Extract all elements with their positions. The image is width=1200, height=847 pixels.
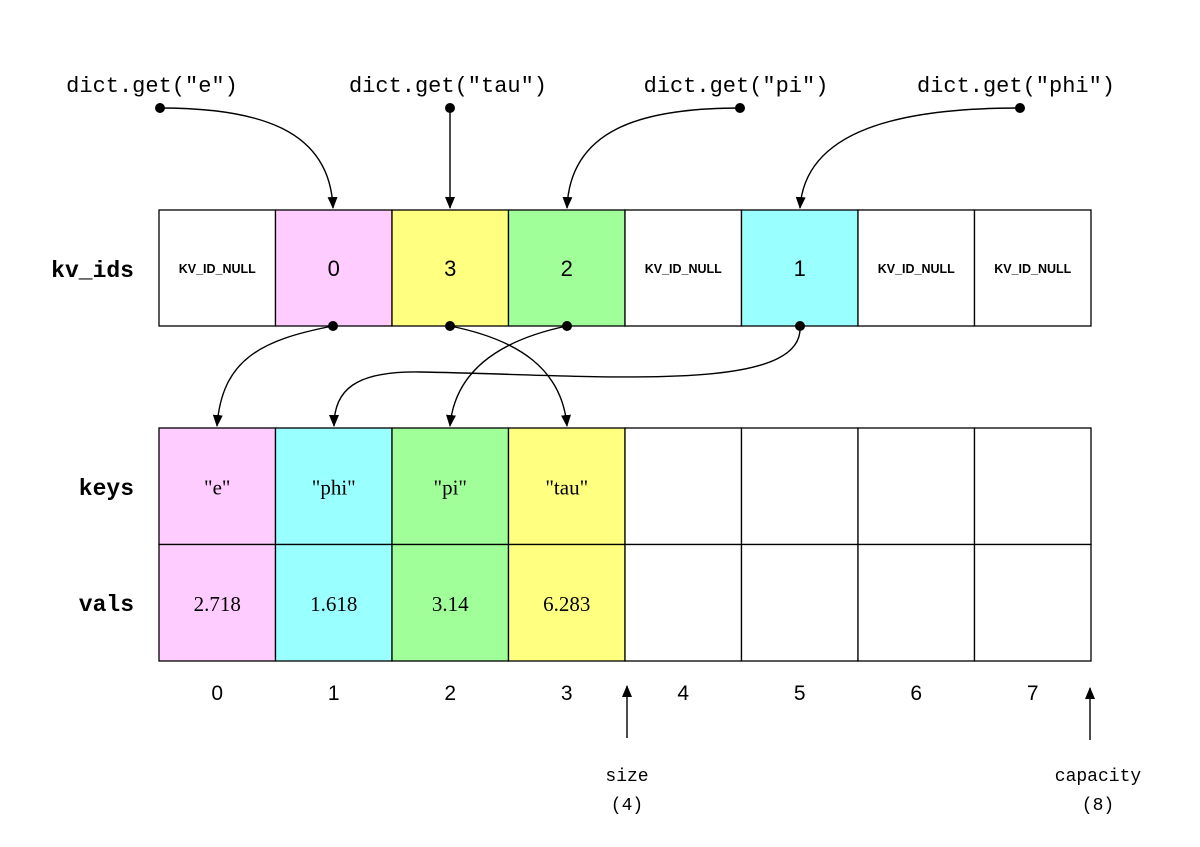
kv-id-value: KV_ID_NULL (179, 262, 256, 276)
size-value: (4) (611, 796, 643, 816)
kv-id-slot-0 (158, 209, 277, 327)
key-cell-4 (624, 427, 743, 546)
key-text: "phi" (312, 475, 356, 499)
lookup-call-label: dict.get("phi") (917, 74, 1115, 99)
kv-id-slot-1 (274, 209, 393, 327)
kv-id-dot (795, 321, 805, 331)
kv-id-slot-5 (740, 209, 859, 327)
kv-id-arrow-2 (446, 325, 568, 427)
kv-id-slot-2 (391, 209, 510, 327)
lookup-call-label: dict.get("tau") (349, 74, 547, 99)
lookup-call-label: dict.get("e") (66, 74, 238, 99)
lookup-arrow-phi (795, 107, 1021, 209)
key-cell-1 (274, 427, 393, 546)
key-cell-7 (973, 427, 1092, 546)
val-cell-6 (857, 543, 976, 662)
kv-id-slot-3 (507, 209, 626, 327)
row-label-kv-ids: kv_ids (51, 258, 134, 284)
kv-id-slot-4 (624, 209, 743, 327)
lookup-dot (155, 103, 165, 113)
key-cell-6 (857, 427, 976, 546)
lookup-dot (445, 103, 455, 113)
size-label: size (605, 767, 648, 787)
kv-id-slot-6 (857, 209, 976, 327)
kv-id-value: KV_ID_NULL (994, 262, 1071, 276)
val-text: 1.618 (310, 592, 357, 616)
kv-id-value: 3 (444, 256, 456, 281)
capacity-label: capacity (1055, 767, 1142, 787)
keys-table: "e" "phi" "pi" "tau" (158, 427, 1092, 546)
size-marker: size (4) (605, 685, 649, 816)
kv-id-value: 2 (561, 256, 573, 281)
kv-id-slot-7 (973, 209, 1092, 327)
index-label: 2 (444, 682, 456, 705)
capacity-marker: capacity (8) (1055, 687, 1142, 816)
val-cell-0 (158, 543, 277, 662)
lookup-arrows (155, 103, 1025, 209)
val-cell-2 (391, 543, 510, 662)
kv-id-arrow-0 (212, 325, 334, 427)
index-label: 4 (677, 682, 689, 705)
kv-id-value: KV_ID_NULL (878, 262, 955, 276)
key-text: "e" (204, 475, 230, 499)
val-cell-7 (973, 543, 1092, 662)
row-label-keys: keys (79, 476, 134, 502)
index-label: 5 (794, 682, 806, 705)
val-cell-1 (274, 543, 393, 662)
val-text: 3.14 (432, 592, 469, 616)
lookup-arrow-e (159, 107, 338, 209)
kv-id-value: KV_ID_NULL (645, 262, 722, 276)
row-labels: kv_ids keys vals (51, 258, 134, 618)
index-label: 6 (910, 682, 922, 705)
index-label: 1 (328, 682, 340, 705)
kv-ids-table: KV_ID_NULL 0 3 2 KV_ID_NULL 1 KV_ID_NULL KV_ID_… (158, 209, 1092, 327)
val-cell-3 (507, 543, 626, 662)
index-labels: 0 1 2 3 4 5 6 7 (211, 682, 1038, 705)
kv-id-arrow-1 (329, 325, 801, 427)
capacity-value: (8) (1082, 796, 1114, 816)
key-text: "pi" (434, 475, 467, 499)
kv-id-dot (445, 321, 455, 331)
index-label: 7 (1027, 682, 1039, 705)
key-cell-5 (740, 427, 859, 546)
kv-id-value: 0 (328, 256, 340, 281)
index-label: 3 (561, 682, 573, 705)
lookup-call-label: dict.get("pi") (644, 74, 829, 99)
val-cell-4 (624, 543, 743, 662)
val-text: 2.718 (194, 592, 241, 616)
key-cell-3 (507, 427, 626, 546)
kv-id-value: 1 (794, 256, 806, 281)
kv-id-arrows (212, 321, 805, 427)
kv-id-dot (562, 321, 572, 331)
val-cell-5 (740, 543, 859, 662)
lookup-dot (1015, 103, 1025, 113)
kv-id-dot (328, 321, 338, 331)
row-label-vals: vals (79, 592, 134, 618)
kv-id-arrow-3 (449, 325, 571, 427)
vals-table: 2.718 1.618 3.14 6.283 (158, 543, 1092, 662)
index-label: 0 (211, 682, 223, 705)
lookup-arrow-pi (562, 107, 741, 209)
lookup-calls: dict.get("e") dict.get("tau") dict.get("… (66, 74, 1115, 99)
lookup-dot (735, 103, 745, 113)
key-text: "tau" (545, 475, 588, 499)
val-text: 6.283 (543, 592, 590, 616)
